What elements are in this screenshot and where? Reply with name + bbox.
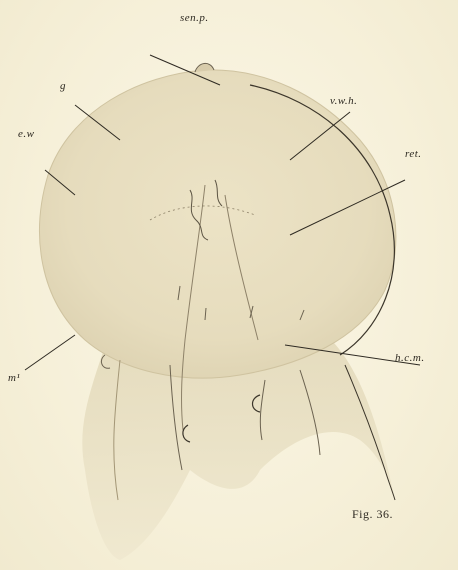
label-e-w: e.w xyxy=(18,128,34,140)
label-ret: ret. xyxy=(405,148,422,160)
label-m1: m¹ xyxy=(8,372,20,384)
figure-caption: Fig. 36. xyxy=(352,507,393,522)
label-g: g xyxy=(60,80,66,92)
leader-m1 xyxy=(25,335,75,370)
label-sen-p: sen.p. xyxy=(180,12,209,24)
bell-body xyxy=(40,70,396,378)
label-v-w-h: v.w.h. xyxy=(330,95,357,107)
label-h-c-m: h.c.m. xyxy=(395,352,425,364)
